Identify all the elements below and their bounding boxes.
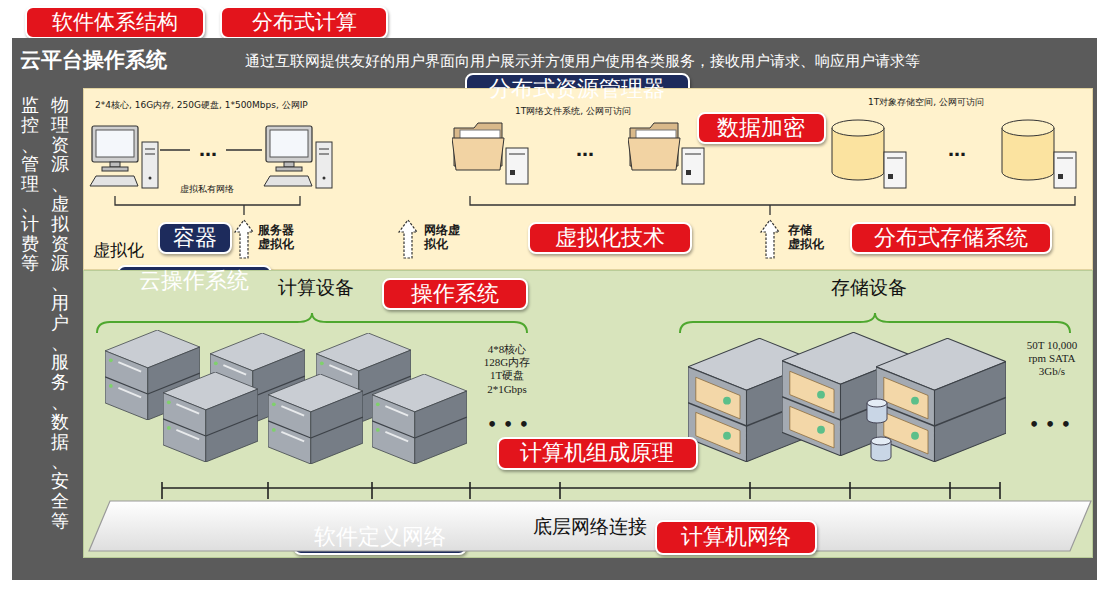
- pill-label: 分布式计算: [252, 10, 357, 34]
- vertical-note: 物理资源、虚拟资源、用户、服务、数据、安全等: [51, 95, 69, 531]
- network-band: 底层网络连接: [88, 500, 1092, 552]
- label-pill: 分布式计算: [220, 6, 388, 39]
- storage-server: [876, 338, 1006, 462]
- pill-label: 软件定义网络: [314, 524, 446, 549]
- band-label: 底层网络连接: [533, 515, 647, 538]
- network-note: 虚拟私有网络: [180, 184, 234, 195]
- label-pill: 操作系统: [382, 278, 528, 310]
- spec-note: 1T对象存储空间, 公网可访问: [868, 97, 984, 108]
- disk-icon: [867, 399, 887, 423]
- arrow-label: 存储 虚拟化: [788, 223, 824, 252]
- label-pill: 虚拟化技术: [528, 222, 692, 254]
- spec-note: 4*8核心 128G内存 1T硬盘 2*1Gbps: [484, 343, 530, 396]
- group-heading: 计算设备: [278, 276, 354, 299]
- pill-label: 云操作系统: [139, 268, 249, 293]
- arrow-label: 网络虚 拟化: [424, 223, 460, 252]
- object-storage-icon: [1002, 120, 1076, 188]
- spec-note: 1T网络文件系统, 公网可访问: [515, 106, 631, 117]
- ellipsis: • • •: [1029, 415, 1071, 434]
- spec-note: 2*4核心, 16G内存, 250G硬盘, 1*500Mbps, 公网IP: [95, 100, 308, 111]
- layer-title: 虚拟化: [93, 240, 144, 260]
- up-arrow: [399, 220, 417, 258]
- layer-panel: 分布式资源管理器 数据加密容器 虚拟化技术 分布式存储系统虚拟化云操作系统: [12, 38, 1097, 580]
- pill-label: 计算机网络: [681, 524, 791, 549]
- disk-icon: [871, 437, 891, 461]
- pill-label: 容器: [173, 225, 217, 250]
- spec-note: 50T 10,000 rpm SATA 3Gb/s: [1021, 339, 1083, 379]
- pill-label: 分布式存储系统: [874, 225, 1028, 250]
- label-pill: 容器: [158, 222, 232, 254]
- vertical-note: 监控、管理、计费等: [21, 95, 39, 273]
- compute-server: [163, 372, 258, 462]
- label-pill: 分布式资源管理器: [465, 73, 690, 105]
- storage-server: [688, 332, 1006, 462]
- ellipsis: • • •: [487, 415, 529, 434]
- pill-label: 虚拟化技术: [555, 225, 665, 250]
- vm-computer: [264, 126, 332, 188]
- curly-brace: [680, 313, 1070, 333]
- curly-brace: [97, 313, 527, 333]
- ellipsis: …: [576, 139, 594, 161]
- ellipsis: …: [199, 139, 217, 161]
- vm-computer: [90, 126, 332, 188]
- pill-label: 分布式资源管理器: [489, 76, 665, 101]
- arrow-label: 服务器 虚拟化: [258, 223, 294, 252]
- storage-server: [782, 332, 912, 456]
- label-pill: 软件体系结构: [25, 6, 205, 39]
- band-outline: [89, 501, 1091, 551]
- layer-panel: 操作系统计算机组成原理软件定义网络 底层网络连接 计算机网络 计算设备 存储设备: [83, 270, 1093, 558]
- compute-server: [372, 374, 467, 464]
- up-arrow: [235, 220, 779, 258]
- label-pill: 分布式存储系统: [850, 222, 1052, 254]
- pill-label: 数据加密: [717, 115, 805, 140]
- group-bracket: [115, 196, 1075, 215]
- label-pill: 计算机网络: [655, 520, 817, 555]
- curly-brace: [97, 313, 1070, 333]
- vm-computer: [90, 126, 158, 188]
- compute-server: [210, 333, 305, 423]
- file-system-icon: [452, 123, 528, 184]
- storage-server: [688, 338, 818, 462]
- pill-label: 操作系统: [411, 281, 499, 306]
- compute-server: [316, 333, 411, 423]
- object-storage-icon: [832, 120, 1076, 188]
- compute-server: [105, 330, 467, 464]
- ellipsis: …: [948, 139, 966, 161]
- label-pill: 云操作系统: [117, 265, 272, 298]
- up-arrow: [761, 220, 779, 258]
- label-pill: 数据加密: [697, 112, 826, 144]
- label-pill: 计算机组成原理: [497, 437, 698, 470]
- label-pill: 软件定义网络: [293, 520, 467, 555]
- file-system-icon: [628, 123, 704, 184]
- compute-server: [268, 374, 363, 464]
- disk-icon: [867, 399, 891, 461]
- pill-label: 软件体系结构: [52, 10, 178, 34]
- up-arrow: [235, 220, 253, 258]
- panel-description: 通过互联网提供友好的用户界面向用户展示并方便用户使用各类服务，接收用户请求、响应…: [245, 52, 920, 70]
- file-system-icon: [452, 123, 704, 184]
- compute-server: [105, 330, 200, 420]
- object-storage-icon: [832, 120, 906, 188]
- pill-label: 计算机组成原理: [520, 440, 674, 465]
- panel-title: 云平台操作系统: [20, 48, 167, 73]
- network-wire: [162, 482, 1000, 499]
- group-heading: 存储设备: [831, 276, 907, 299]
